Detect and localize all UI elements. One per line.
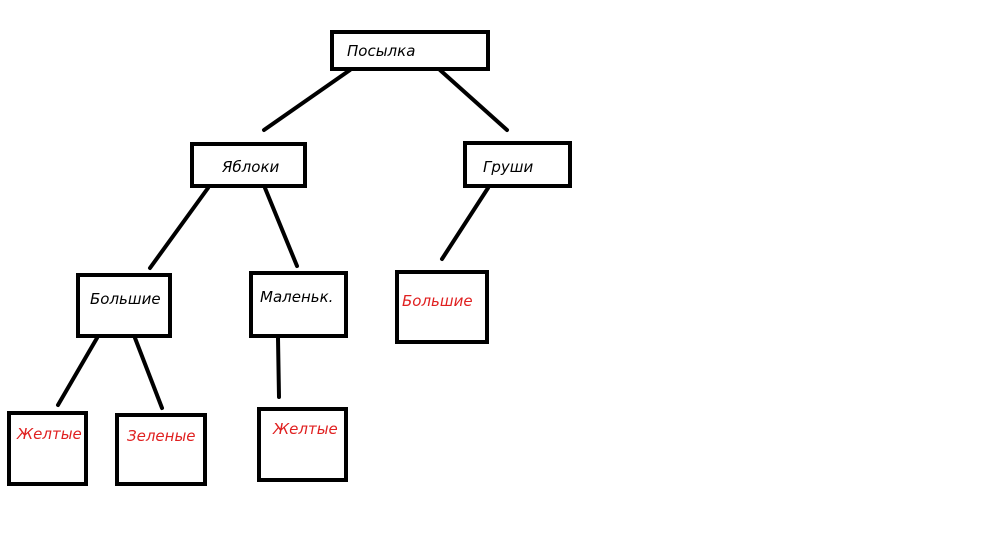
- node-root-label: Посылка: [347, 42, 416, 60]
- edge-big-yellow: [56, 336, 99, 407]
- node-apples-big-green-label: Зеленые: [127, 427, 196, 445]
- node-apples-small-label: Маленьк.: [260, 288, 334, 306]
- paint-speck: [527, 186, 536, 191]
- node-apples-small-yellow: Желтые: [257, 407, 348, 482]
- node-apples-small-yellow-label: Желтые: [273, 420, 338, 438]
- node-apples-small: Маленьк.: [249, 271, 348, 338]
- edge-root-apples: [262, 68, 352, 132]
- node-apples-label: Яблоки: [222, 158, 280, 176]
- node-root: Посылка: [330, 30, 490, 71]
- node-apples-big-green: Зеленые: [115, 413, 207, 486]
- node-apples-big: Большие: [76, 273, 172, 338]
- node-apples-big-label: Большие: [90, 290, 161, 308]
- edge-big-green: [133, 336, 164, 410]
- node-pears: Груши: [463, 141, 572, 188]
- node-apples-big-yellow-label: Желтые: [17, 425, 82, 443]
- edge-small-yellow: [276, 336, 281, 399]
- edge-pears-big: [440, 186, 490, 261]
- node-apples: Яблоки: [190, 142, 307, 188]
- node-pears-big: Большие: [395, 270, 489, 344]
- node-pears-big-label: Большие: [402, 292, 473, 310]
- edge-apples-big: [148, 186, 210, 270]
- edge-apples-small: [263, 186, 299, 268]
- edge-root-pears: [438, 68, 509, 132]
- node-pears-label: Груши: [483, 158, 534, 176]
- node-apples-big-yellow: Желтые: [7, 411, 88, 486]
